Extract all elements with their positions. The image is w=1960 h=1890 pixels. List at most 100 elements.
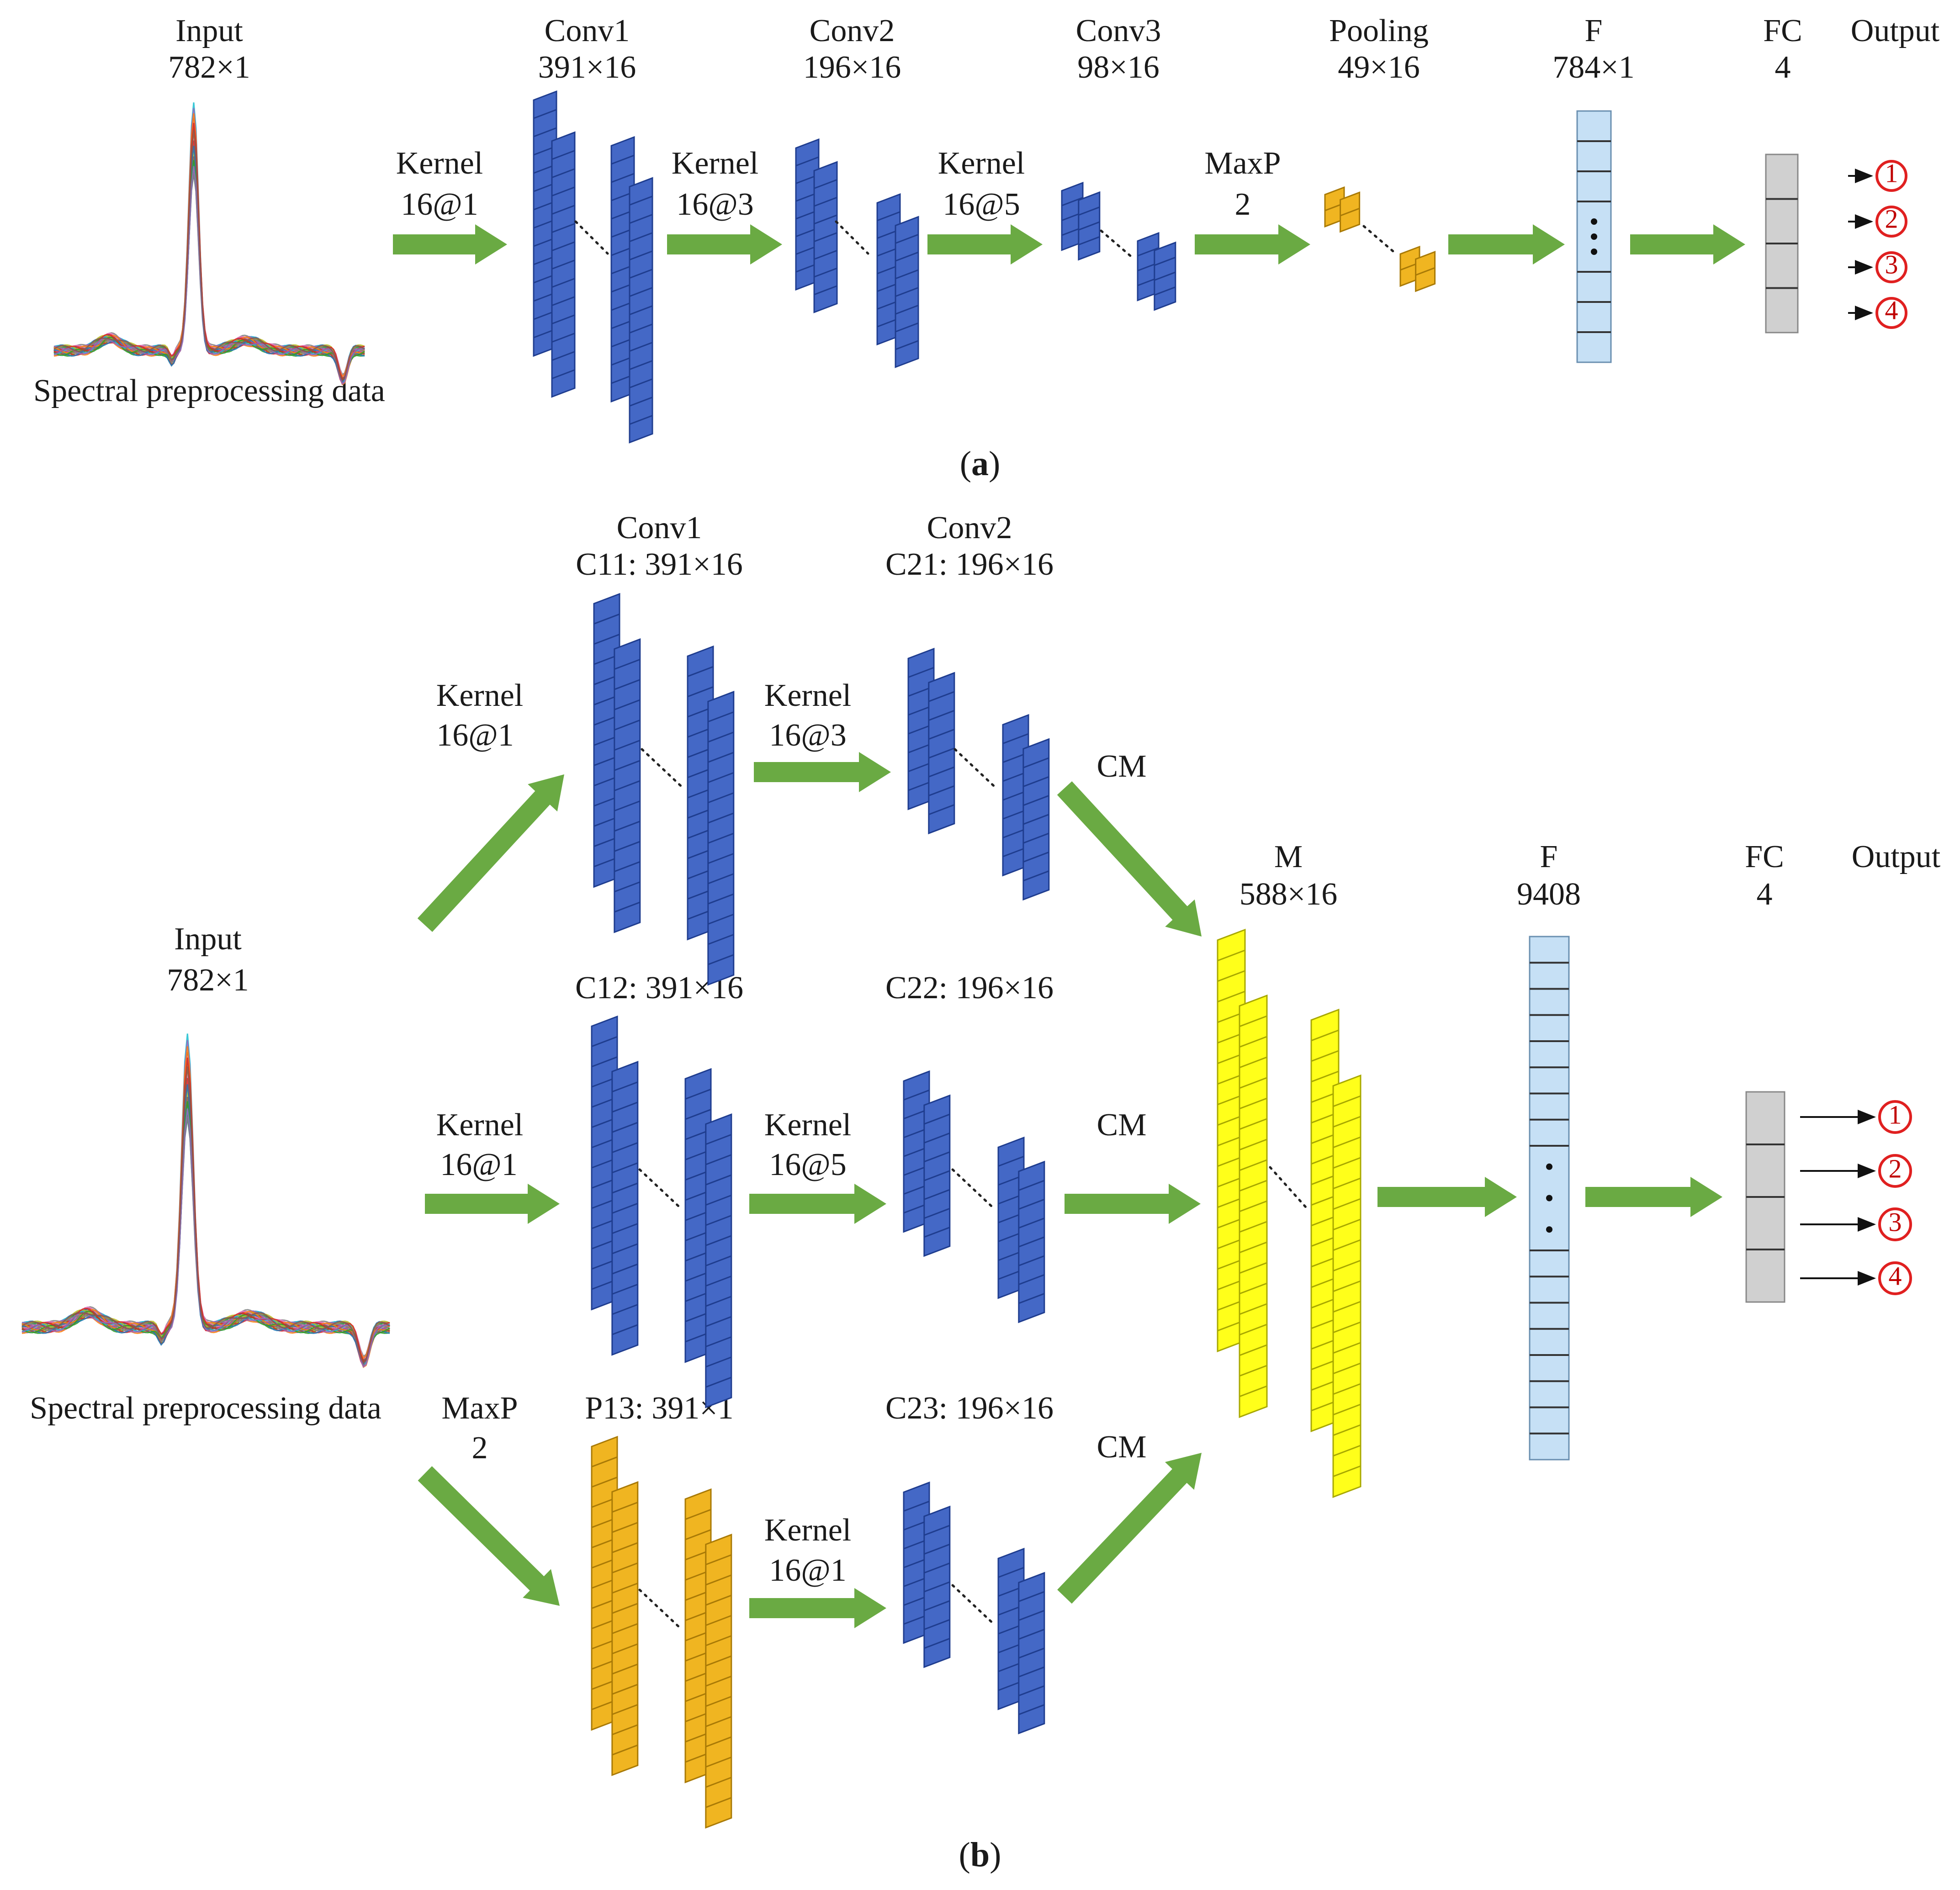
panel-b-input-spectrum-icon [21,1033,390,1368]
panel-a-pool-size: 49×16 [1338,50,1420,85]
panel-b-merge-last-back-cell-line [1333,1321,1361,1334]
panel-a-conv2-last-back-cell-line [895,269,919,280]
panel-b-merge-first-back-cell-line [1239,1241,1267,1254]
panel-b-input-title: Input [174,921,242,957]
panel-a-conv1-last-back-cell-line [629,196,653,206]
panel-b-c11-label: C11: 391×16 [576,547,743,582]
panel-b-merge-first-back-cell-line [1239,1324,1267,1336]
panel-b-c11-first-front-cell-line [593,613,620,625]
panel-b-merge-last-back-cell-line [1333,1280,1361,1292]
panel-b-p13-first-back-cell-line [612,1522,638,1533]
panel-a: Input 782×1 Spectral preprocessing data … [33,13,1940,483]
panel-b-merge-last-back-cell-line [1333,1116,1361,1128]
panel-b-p13-first-back-cell-line [612,1542,638,1553]
panel-b-merge-last-back-cell-line [1333,1342,1361,1354]
panel-b-p13-first-back-cell-line [612,1562,638,1574]
panel-b-c12-last-back-cell-line [705,1336,732,1348]
panel-b-p13-last-back-cell-line [705,1797,732,1808]
panel-a-conv1-first-front-cell-line [533,127,557,138]
panel-b-c22-last-back-cell-line [1018,1293,1045,1304]
panel-b-merge-last-back-cell-line [1333,1445,1361,1457]
panel-b-p13-first-back-cell-line [612,1603,638,1614]
panel-a-output-circle-2 [1875,206,1907,238]
panel-b-c21-first-back-cell-line [928,747,955,759]
panel-b-p13-dots [638,1588,680,1628]
panel-b-c22-last-front-cell-line [998,1155,1024,1167]
panel-b-c11-last-back-cell-line [708,731,734,743]
panel-a-conv1-last-back-cell-line [629,378,653,389]
panel-b-c21-last-back-cell-line [1023,870,1049,882]
panel-b-merge-last-front-cell-line [1311,1050,1339,1062]
panel-b-c23-last-back-cell-line [1018,1591,1045,1602]
panel-b-merge-first-back-cell-line [1239,1221,1267,1233]
panel-b-p13-first-back-cell-line [612,1704,638,1715]
panel-b-c12-last-back-cell-line [705,1154,732,1165]
panel-b-merge-last-back-cell-line [1333,1403,1361,1416]
panel-b-flatten-bar-ellipsis-dot [1546,1195,1552,1202]
panel-b-merge-first-back-cell-line [1239,1159,1267,1171]
panel-a-caption: (a) [960,445,1001,483]
panel-b-c23-last-back [1018,1572,1045,1735]
spectrum-curve [21,1066,390,1365]
panel-a-conv1-last-front-cell-line [611,173,635,183]
panel-a-conv3-dots [1100,229,1134,259]
panel-a-conv1-title: Conv1 [545,13,630,48]
panel-a-conv2-first-front-cell-line [795,156,819,167]
panel-a-kernel1-value: 16@1 [401,187,478,222]
panel-a-output-circle-3 [1875,251,1907,283]
panel-b-p13-first-back-cell-line [612,1502,638,1513]
panel-b-c23-last-back-cell-line [1018,1647,1045,1659]
panel-b-top-kernel2-value: 16@3 [769,718,846,753]
panel-a-flat-size: 784×1 [1552,50,1634,85]
panel-a-conv1-first-back-cell-line [551,278,575,288]
panel-b-p13-first-front-cell-line [591,1477,618,1488]
panel-b-c22-first-back-cell-line [924,1132,950,1144]
panel-b-merge-last-back-cell-line [1333,1136,1361,1149]
panel-b-merge-title: M [1274,839,1303,874]
panel-b-merge-first-back-cell-line [1239,1138,1267,1151]
panel-a-flatten-bar-ellipsis-dot [1591,233,1597,240]
panel-a-output-number-2: 2 [1885,204,1898,233]
panel-a-conv1-last-back-cell-line [629,250,653,261]
panel-b-merge-last-back-cell-line [1333,1383,1361,1395]
panel-a-flatten-bar-ellipsis-dot [1591,249,1597,255]
panel-b-c12-last-back-cell-line [705,1174,732,1186]
panel-b-c11-first-back-cell-line [614,901,641,913]
panel-b-c21-last-back-cell-line [1023,795,1049,806]
panel-b-c23-last-back-cell-line [1018,1704,1045,1715]
panel-b-output-number-2: 2 [1889,1154,1902,1183]
panel-b-c11-last-back-cell-line [708,711,734,723]
panel-b-merge-last-back-cell-line [1333,1095,1361,1107]
panel-a-input-title: Input [175,13,243,48]
panel-b-c22-last-back-cell-line [1018,1218,1045,1229]
panel-b-p13-last-back-cell-line [705,1777,732,1788]
panel-b-merge-first-back [1239,994,1268,1418]
panel-b-c23-first-back-cell-line [924,1581,950,1593]
panel-b-c22-first-back-cell-line [924,1207,950,1219]
panel-a-conv2-first-back-cell-line [814,249,837,260]
panel-b-c11-last-back-cell-line [708,752,734,763]
panel-b-merge-first-back-cell-line [1239,1365,1267,1377]
panel-b-p13-first-back-cell-line [612,1684,638,1695]
panel-b-c23-first-back-cell-line [924,1525,950,1536]
panel-a-arrow-fc [1630,224,1745,265]
panel-b-p13-first-front-cell-line [591,1456,618,1467]
panel-a-conv3-last-back [1154,241,1176,311]
panel-b-arrow-top-kernel1 [417,774,564,932]
panel-b-c11-first-back-cell-line [614,740,641,751]
panel-b-output-number-1: 1 [1889,1100,1902,1129]
panel-a-conv1-dots [574,220,609,255]
panel-b-c11-first-front [593,593,620,888]
panel-a-conv2-first-back-cell-line [814,179,837,189]
panel-b-c12-first-back-cell-line [612,1162,638,1174]
panel-b-c22-first-back-cell-line [924,1170,950,1181]
panel-a-flat-title: F [1585,13,1603,48]
panel-b-c12-last-back-cell-line [705,1194,732,1206]
panel-b-p13-first-back-cell-line [612,1623,638,1634]
panel-b-c11-last-back-cell-line [708,893,734,905]
panel-b-c12-last-back-cell-line [705,1276,732,1287]
panel-b-flat-size: 9408 [1517,877,1581,912]
panel-b-bot-maxp-value: 2 [472,1430,488,1466]
panel-b-c11-last-back-cell-line [708,954,734,965]
